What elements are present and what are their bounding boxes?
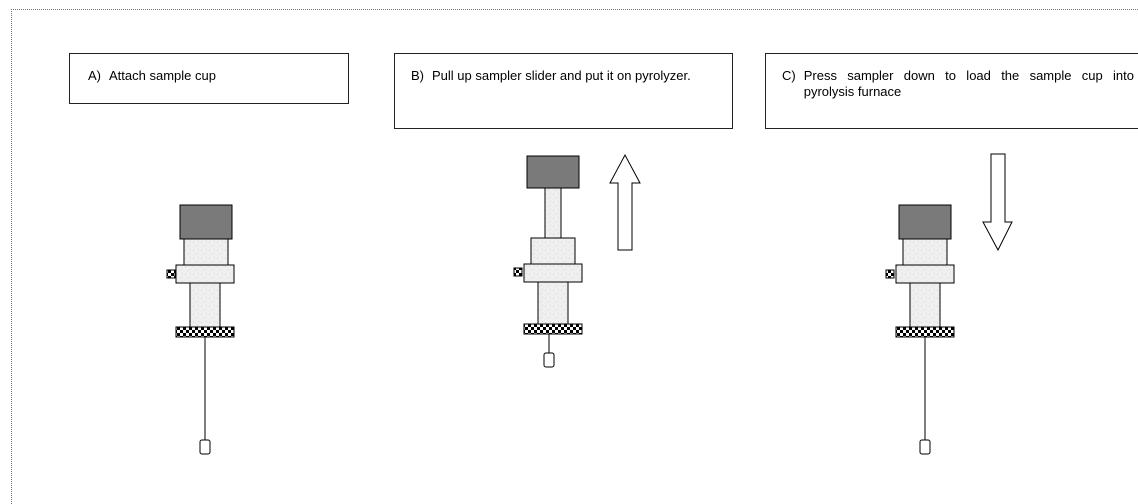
step-c-text: Press sampler down to load the sample cu…	[803, 68, 1134, 99]
step-b-text: Pull up sampler slider and put it on pyr…	[432, 68, 691, 83]
arrow-up-icon	[609, 153, 641, 251]
sampler-b-lower-body	[537, 281, 569, 325]
arrow-down-icon	[982, 153, 1013, 252]
sampler-b-base-plate	[523, 323, 583, 335]
sampler-a-cap	[179, 204, 233, 240]
sampler-b-flange	[523, 263, 583, 283]
sampler-a	[166, 204, 235, 455]
step-b-label: B) Pull up sampler slider and put it on …	[394, 53, 733, 129]
step-c-letter: C)	[782, 68, 796, 83]
sampler-a-side-knob	[166, 269, 176, 279]
sampler-a-upper-body	[183, 238, 229, 266]
sampler-c-base-plate	[895, 326, 955, 338]
sampler-c-flange	[895, 264, 955, 284]
sampler-a-sample-cup	[199, 439, 211, 455]
sampler-b-cap	[526, 155, 580, 189]
sampler-b-rod	[544, 187, 562, 239]
sampler-a-lower-body	[189, 282, 221, 328]
sampler-c-cap	[898, 204, 952, 240]
step-b-letter: B)	[411, 68, 424, 83]
sampler-a-flange	[175, 264, 235, 284]
sampler-b-side-knob	[513, 267, 523, 277]
sampler-c-sample-cup	[919, 439, 931, 455]
sampler-b	[513, 153, 641, 368]
dotted-frame	[11, 9, 1138, 504]
sampler-c-lower-body	[909, 282, 941, 328]
sampler-c	[885, 153, 1013, 455]
step-a-letter: A)	[88, 68, 101, 83]
step-c-label: C) Press sampler down to load the sample…	[765, 53, 1138, 129]
sampler-b-sample-cup	[543, 352, 555, 368]
step-a-text: Attach sample cup	[109, 68, 216, 83]
step-a-label: A) Attach sample cup	[69, 53, 349, 104]
sampler-c-side-knob	[885, 269, 895, 279]
sampler-a-base-plate	[175, 326, 235, 338]
sampler-c-upper-body	[902, 238, 948, 266]
sampler-b-upper-body	[530, 237, 576, 265]
